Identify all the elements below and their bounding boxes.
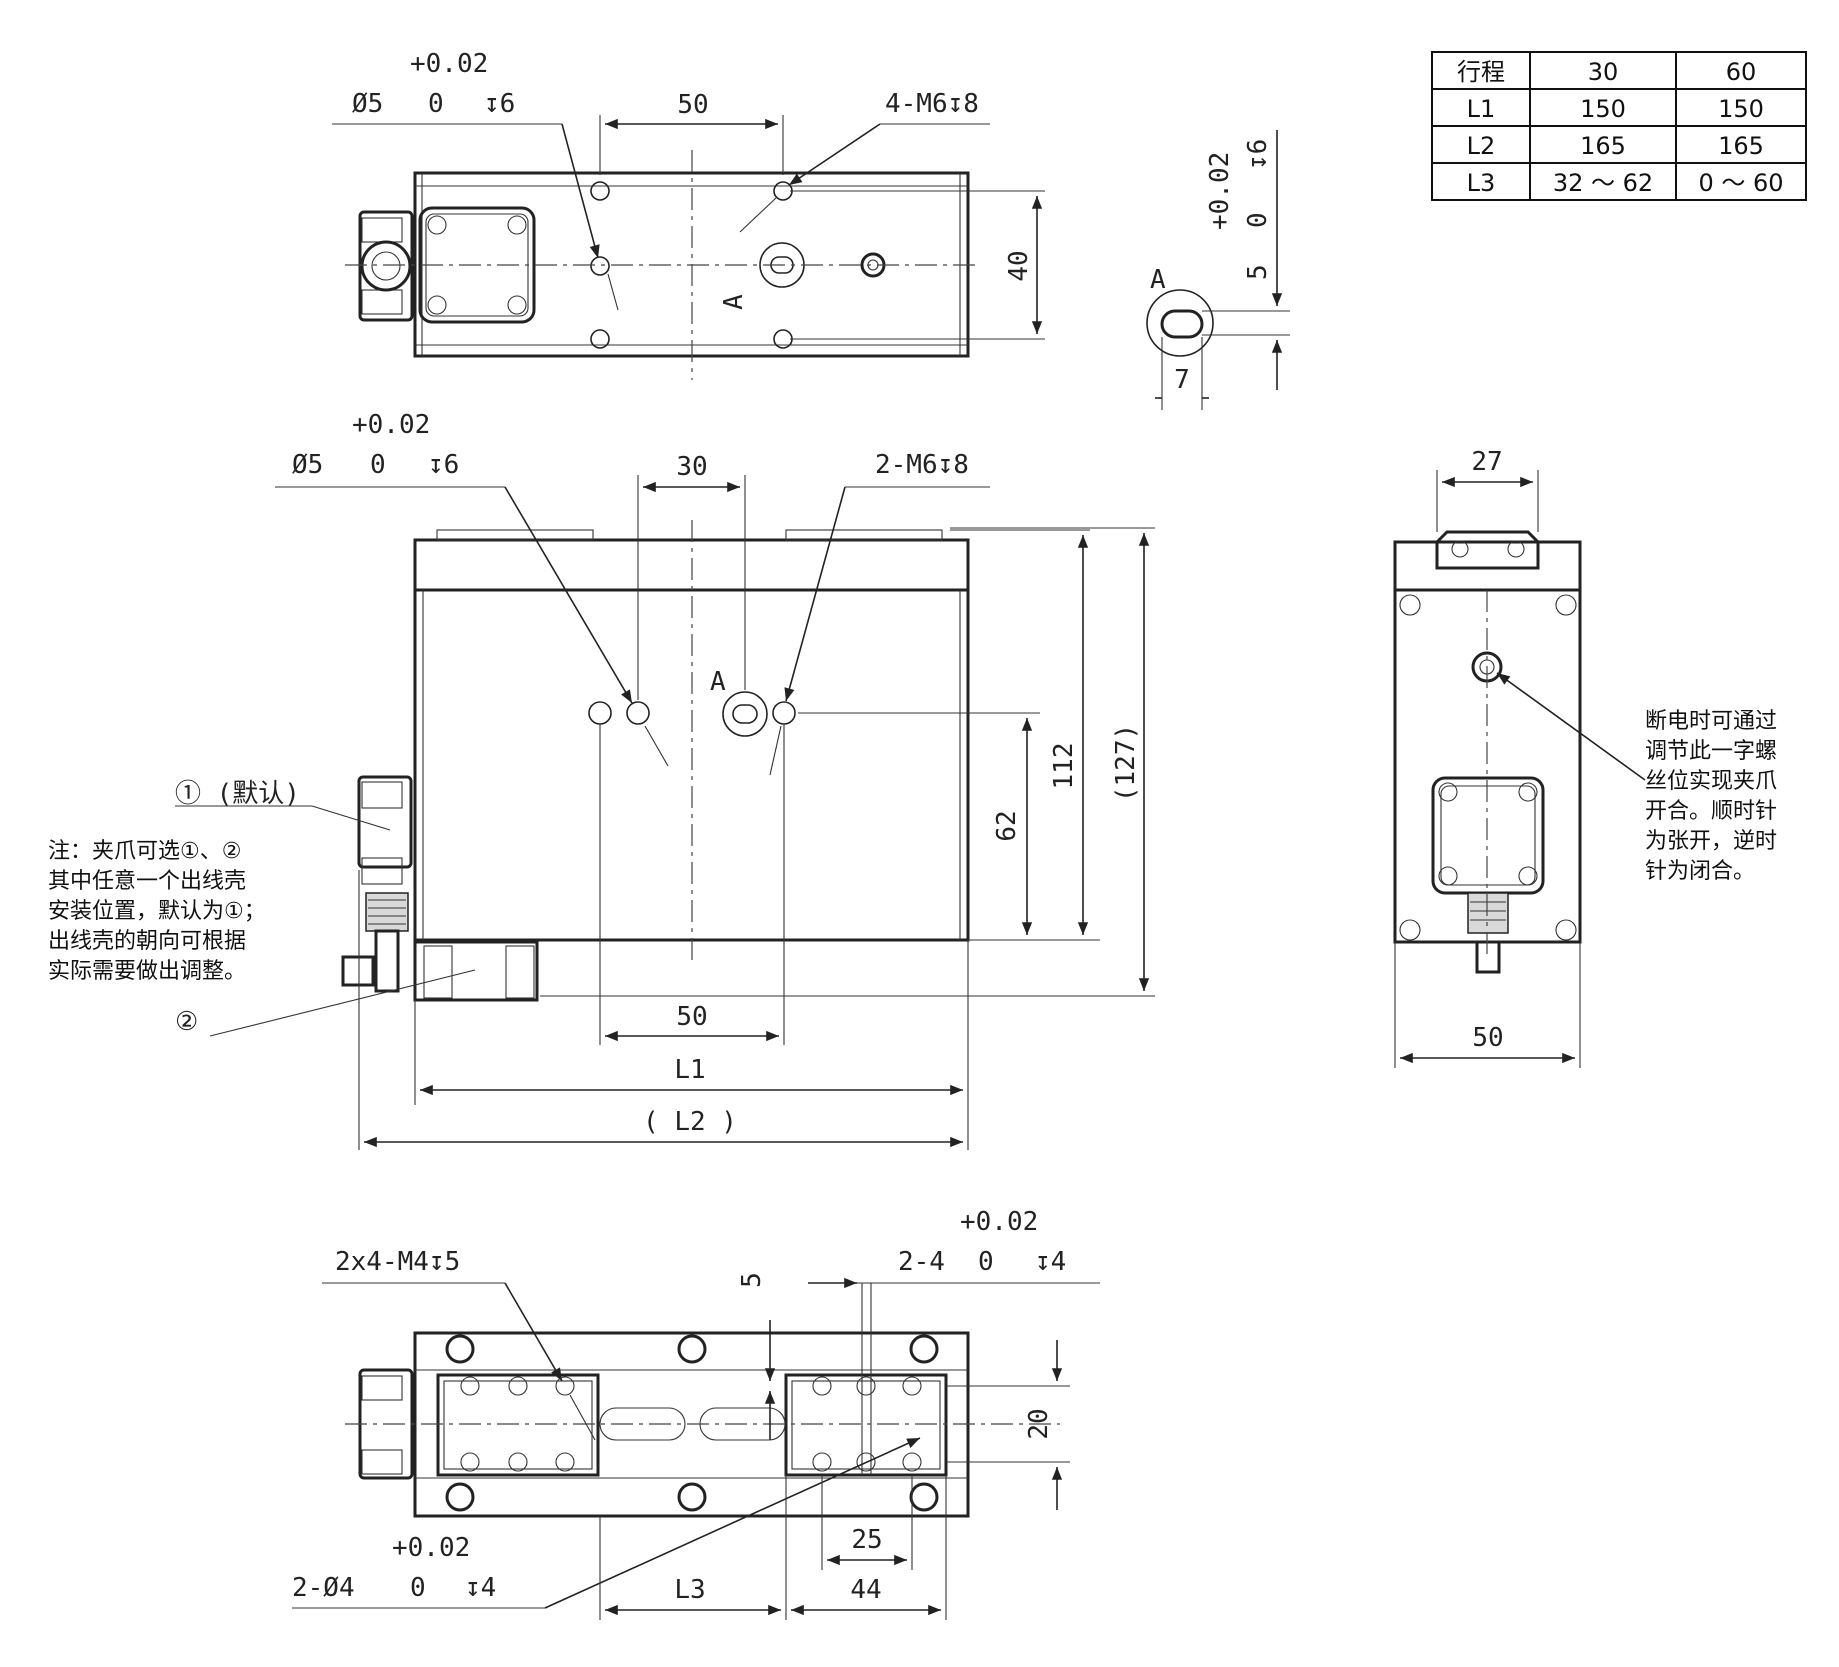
top-mark-a: A <box>719 294 749 310</box>
bottom-tol-left: +0.02 <box>392 1533 470 1563</box>
front-view: 30 +0.02 Ø5 0 ↧6 2-M6↧8 A 62 112 (127) 5… <box>175 410 1155 1150</box>
note-left-line-5: 实际需要做出调整。 <box>48 959 246 984</box>
top-dim-40: 40 <box>1004 250 1034 281</box>
bottom-dim-25: 25 <box>851 1525 882 1555</box>
front-tol: +0.02 <box>352 410 430 440</box>
table-row-l1-label: L1 <box>1467 95 1496 123</box>
bottom-tol-right: +0.02 <box>960 1207 1038 1237</box>
front-mark-a: A <box>710 667 726 697</box>
bottom-dim-l3: L3 <box>674 1575 705 1605</box>
front-dim-30: 30 <box>676 452 707 482</box>
front-dim-127: (127) <box>1111 724 1141 802</box>
front-dim-l2: ( L2 ) <box>643 1107 737 1137</box>
top-hole-dia: Ø5 <box>352 89 383 119</box>
front-hole-b: 0 <box>370 450 386 480</box>
note-right-line-5: 为张开，逆时 <box>1645 829 1777 854</box>
table-row-l2-label: L2 <box>1467 132 1496 160</box>
table-header-60: 60 <box>1726 58 1757 86</box>
table-header-30: 30 <box>1588 58 1619 86</box>
note-right-line-2: 调节此一字螺 <box>1645 739 1777 764</box>
front-thread-callout: 2-M6↧8 <box>875 450 969 480</box>
note-left-line-3: 安装位置，默认为①； <box>48 899 266 924</box>
detail-b-0: 0 <box>1243 212 1273 228</box>
bottom-hole-left-c: ↧4 <box>465 1573 496 1603</box>
note-left-line-4: 出线壳的朝向可根据 <box>48 929 246 954</box>
front-dim-112: 112 <box>1049 743 1079 790</box>
bottom-dim-5: 5 <box>737 1272 767 1288</box>
detail-mark-a: A <box>1150 265 1166 295</box>
top-hole-depth: ↧6 <box>484 89 515 119</box>
side-dim-27: 27 <box>1471 447 1502 477</box>
note-right-line-1: 断电时可通过 <box>1645 709 1777 734</box>
bottom-thread-callout: 2x4-M4↧5 <box>335 1247 460 1277</box>
top-hole-b: 0 <box>428 89 444 119</box>
table-row-l2-30: 165 <box>1580 132 1626 160</box>
bottom-hole-left-b: 0 <box>410 1573 426 1603</box>
table-row-l3-30: 32 ～ 62 <box>1553 169 1653 197</box>
note-right-line-3: 丝位实现夹爪 <box>1645 769 1777 794</box>
bottom-hole-left-a: 2-Ø4 <box>292 1573 355 1603</box>
front-hole-dia: Ø5 <box>292 450 323 480</box>
note-left-line-1: 注：夹爪可选①、② <box>48 839 241 864</box>
top-view: 50 40 +0.02 Ø5 0 ↧6 4-M6↧8 A <box>332 49 1045 380</box>
detail-a-5: 5 <box>1243 264 1273 280</box>
detail-depth: ↧6 <box>1243 139 1273 170</box>
left-note: 注：夹爪可选①、② 其中任意一个出线壳 安装位置，默认为①； 出线壳的朝向可根据… <box>48 839 266 984</box>
bottom-hole-right-c: ↧4 <box>1035 1247 1066 1277</box>
front-hole-depth: ↧6 <box>428 450 459 480</box>
top-dim-50: 50 <box>677 90 708 120</box>
bottom-dim-44: 44 <box>850 1575 881 1605</box>
bottom-hole-right-b: 0 <box>978 1247 994 1277</box>
side-view: 27 50 <box>1393 447 1646 1068</box>
bottom-dim-20: 20 <box>1024 1408 1054 1439</box>
table-row-l3-60: 0 ～ 60 <box>1698 169 1783 197</box>
note-right-line-4: 开合。顺时针 <box>1645 799 1777 824</box>
table-row-l3-label: L3 <box>1467 169 1496 197</box>
front-dim-50: 50 <box>676 1002 707 1032</box>
front-label-1: ① (默认) <box>175 779 300 809</box>
front-dim-l1: L1 <box>674 1055 705 1085</box>
front-label-2: ② <box>175 1007 198 1037</box>
right-note: 断电时可通过 调节此一字螺 丝位实现夹爪 开合。顺时针 为张开，逆时 针为闭合。 <box>1645 709 1777 884</box>
detail-dim-7: 7 <box>1174 365 1190 395</box>
note-right-line-6: 针为闭合。 <box>1645 859 1755 884</box>
table-header-stroke: 行程 <box>1457 58 1505 86</box>
table-row-l1-30: 150 <box>1580 95 1626 123</box>
bottom-hole-right-a: 2-4 <box>898 1247 945 1277</box>
table-row-l2-60: 165 <box>1718 132 1764 160</box>
detail-tol: +0.02 <box>1205 152 1235 230</box>
top-thread-callout: 4-M6↧8 <box>885 89 979 119</box>
table-row-l1-60: 150 <box>1718 95 1764 123</box>
spec-table: 行程 30 60 L1 150 150 L2 165 165 L3 32 ～ 6… <box>1431 51 1807 201</box>
side-dim-50: 50 <box>1472 1023 1503 1053</box>
detail-a-view: 7 A +0.02 5 0 ↧6 <box>1146 130 1290 410</box>
front-dim-62: 62 <box>992 810 1022 841</box>
note-left-line-2: 其中任意一个出线壳 <box>48 869 246 894</box>
bottom-view: 20 5 2x4-M4↧5 +0.02 2-4 0 ↧4 +0.02 2-Ø4 … <box>292 1207 1100 1620</box>
top-tol: +0.02 <box>410 49 488 79</box>
